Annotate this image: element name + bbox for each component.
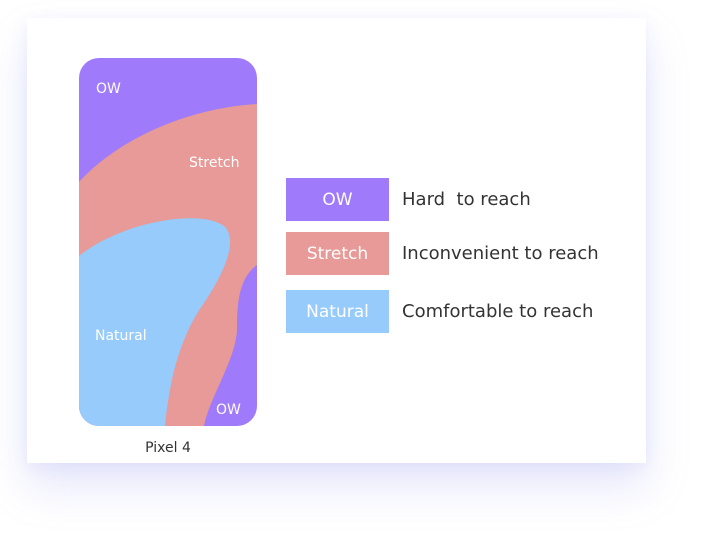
natural-zone [79,218,231,426]
phone-thumb-zone-map [79,58,257,426]
device-caption: Pixel 4 [145,440,191,456]
stretch-label: Stretch [189,155,240,171]
legend-swatch-stretch: Stretch [286,232,389,275]
ow-top-label: OW [96,81,121,97]
legend-description-stretch: Inconvenient to reach [402,243,599,264]
legend-description-ow: Hard to reach [402,189,531,210]
natural-label: Natural [95,328,147,344]
legend-swatch-ow: OW [286,178,389,221]
legend-description-natural: Comfortable to reach [402,301,594,322]
ow-bottom-label: OW [216,402,241,418]
legend-swatch-natural: Natural [286,290,389,333]
